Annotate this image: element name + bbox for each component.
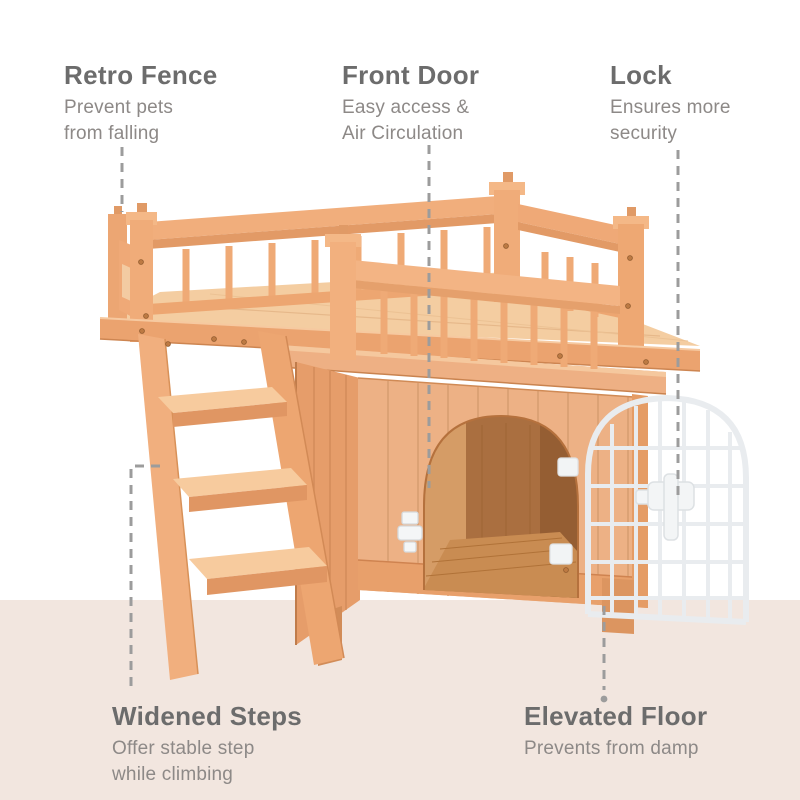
callout-retro-fence: Retro Fence Prevent pets from falling <box>64 60 218 147</box>
floor-band <box>0 600 800 800</box>
doorway-arch <box>397 414 579 598</box>
callout-title: Lock <box>610 60 672 90</box>
house-leg-right <box>602 578 634 634</box>
callout-description-line: security <box>610 123 678 144</box>
wire-gate <box>549 394 749 625</box>
callout-widened-steps: Widened Steps Offer stable step while cl… <box>112 701 302 788</box>
ladder <box>138 331 345 680</box>
callout-description-line: from falling <box>64 123 160 144</box>
callout-lock: Lock Ensures more security <box>610 60 731 147</box>
callout-title: Front Door <box>342 60 480 90</box>
callout-description-line: Air Circulation <box>342 123 464 144</box>
gate-hinge <box>549 457 579 565</box>
gate-latch <box>635 473 695 541</box>
callout-front-door: Front Door Easy access & Air Circulation <box>342 60 479 147</box>
callout-description-line: while climbing <box>112 764 234 785</box>
callout-line-widened-steps <box>129 464 160 692</box>
callout-description-line: Easy access & <box>342 97 470 118</box>
screws <box>138 243 649 573</box>
door-latch-catch <box>397 511 423 553</box>
callout-description-line: Ensures more <box>610 97 731 118</box>
callout-dot-elevated-floor <box>600 695 608 703</box>
fence-front <box>325 225 620 369</box>
callout-elevated-floor: Elevated Floor Prevents from damp <box>524 701 707 762</box>
callout-description-line: Offer stable step <box>112 738 255 759</box>
callout-title: Retro Fence <box>64 60 218 90</box>
callout-title: Widened Steps <box>112 701 303 731</box>
callout-description-line: Prevents from damp <box>524 738 699 759</box>
house-eave <box>265 344 667 395</box>
ladder-step <box>158 387 287 427</box>
callout-title: Elevated Floor <box>524 701 708 731</box>
callout-description-line: Prevent pets <box>64 97 174 118</box>
ladder-step <box>189 547 327 595</box>
ladder-step <box>173 468 307 512</box>
